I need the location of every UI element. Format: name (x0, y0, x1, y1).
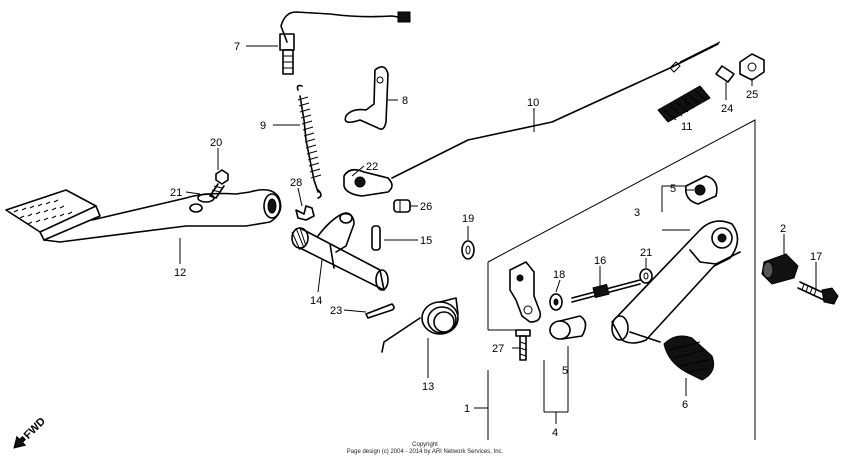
part-3-shift-arm (611, 220, 741, 344)
label-part-26: 26 (420, 201, 432, 213)
label-part-6: 6 (682, 399, 688, 411)
label-part-21-left: 21 (170, 187, 182, 199)
copyright-notice: Copyright Page design (c) 2004 - 2014 by… (347, 442, 504, 455)
label-part-23: 23 (330, 305, 342, 317)
label-part-13: 13 (422, 381, 434, 393)
part-25-nut (739, 53, 765, 81)
label-part-9: 9 (260, 120, 266, 132)
fwd-arrow-icon (13, 435, 27, 449)
label-part-16: 16 (594, 255, 606, 267)
part-23-cotter-pin (365, 303, 395, 319)
label-part-27: 27 (492, 343, 504, 355)
part-21-nut-right (639, 268, 653, 284)
leader-lines (179, 45, 817, 424)
copyright-line-2: Page design (c) 2004 - 2014 by ARI Netwo… (347, 449, 504, 455)
part-28-bolt (295, 205, 315, 221)
label-part-2: 2 (780, 223, 786, 235)
label-part-5-upper: 5 (670, 183, 676, 195)
label-part-24: 24 (721, 103, 733, 115)
label-part-20: 20 (210, 137, 222, 149)
part-15-pin (371, 225, 381, 251)
label-part-4: 4 (552, 427, 558, 439)
copyright-line-1: Copyright (412, 442, 438, 448)
part-11-spring (657, 85, 711, 123)
part-19-washer (461, 240, 475, 260)
label-part-21-right: 21 (640, 247, 652, 259)
part-8-bracket (344, 66, 389, 130)
part-27-bolt (515, 329, 531, 361)
part-14-shaft (291, 212, 389, 291)
part-number-labels: 7 8 9 10 11 24 25 20 21 22 28 26 19 15 1… (170, 41, 822, 439)
part-20-bolt (197, 169, 229, 203)
label-part-5-lower: 5 (562, 365, 568, 377)
fwd-label: FWD (22, 415, 48, 441)
part-24-pin (715, 65, 735, 83)
label-part-17: 17 (810, 251, 822, 263)
label-part-22: 22 (366, 161, 378, 173)
label-part-14: 14 (310, 295, 322, 307)
part-4-joint-arm (509, 261, 542, 323)
label-part-11: 11 (681, 121, 692, 133)
label-part-18: 18 (553, 269, 565, 281)
fwd-indicator: FWD (13, 415, 48, 449)
part-5-collar-lower (549, 315, 587, 340)
part-22-joint (343, 168, 393, 197)
part-16-rod (571, 279, 641, 303)
label-part-8: 8 (402, 95, 408, 107)
label-part-12: 12 (174, 267, 186, 279)
label-part-3: 3 (634, 207, 640, 219)
label-part-10: 10 (527, 97, 539, 109)
part-2-bushing (761, 253, 799, 285)
part-12-brake-pedal (5, 188, 282, 243)
label-part-7: 7 (234, 41, 240, 53)
label-part-15: 15 (420, 235, 432, 247)
part-13-return-spring (381, 297, 459, 353)
label-part-1: 1 (464, 403, 470, 415)
label-part-19: 19 (462, 213, 474, 225)
part-9-spring (296, 84, 322, 199)
part-10-brake-rod (391, 41, 721, 179)
assembly-outline (487, 119, 756, 440)
part-7-switch (279, 11, 411, 75)
part-17-bolt (797, 281, 839, 305)
part-18-washer (549, 293, 563, 311)
part-6-rubber (663, 335, 715, 381)
part-5-collar-upper (684, 175, 718, 205)
part-26-pin (393, 199, 411, 213)
label-part-28: 28 (290, 177, 302, 189)
label-part-25: 25 (746, 89, 758, 101)
